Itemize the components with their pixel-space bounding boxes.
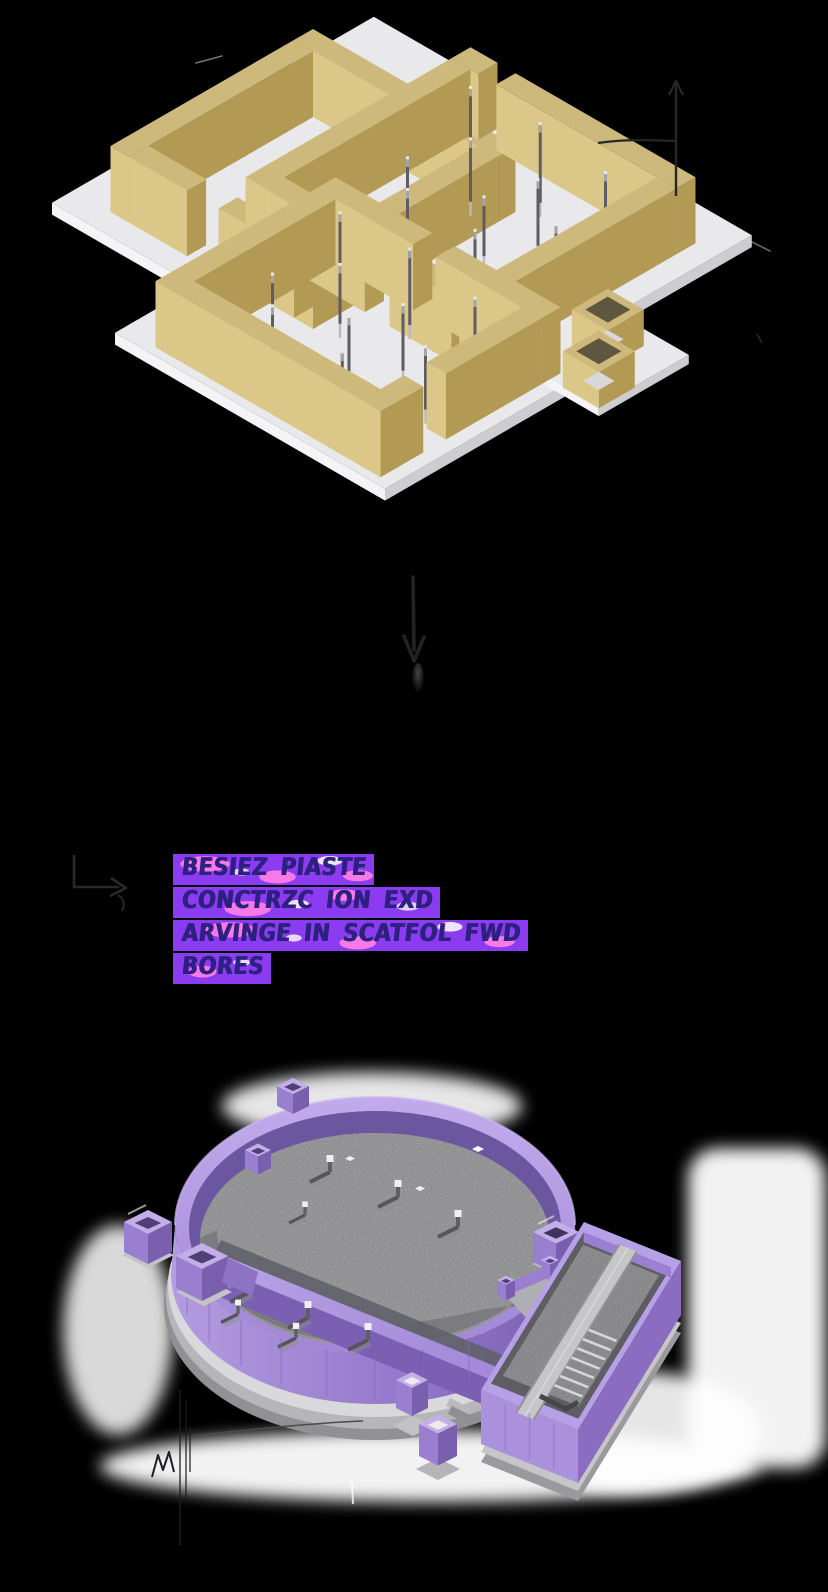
handwritten-annotation: BESIEZ PIASTE CONCTRZC ION EXD ARVINGE I… [173,853,528,986]
down-arrow-icon [402,575,426,697]
sketch-annotation-marks [151,333,763,1546]
tank-stage-illustration [63,1072,826,1502]
elbow-right-arrow-icon [72,854,128,912]
annotation-line-1: BESIEZ PIASTE [173,853,374,885]
annotation-text-2: CONCTRZC ION EXD [180,886,435,914]
annotation-text-3: ARVINGE IN SCATFOL FWD [180,919,523,947]
dimension-up-arrow-icon [597,79,685,196]
annotation-line-3: ARVINGE IN SCATFOL FWD [173,919,528,951]
annotation-text-4: BORES [180,952,266,980]
foundation-stage-illustration [52,16,771,501]
annotation-line-4: BORES [173,952,271,984]
annotation-text-1: BESIEZ PIASTE [180,853,368,881]
annotation-line-2: CONCTRZC ION EXD [173,886,440,918]
